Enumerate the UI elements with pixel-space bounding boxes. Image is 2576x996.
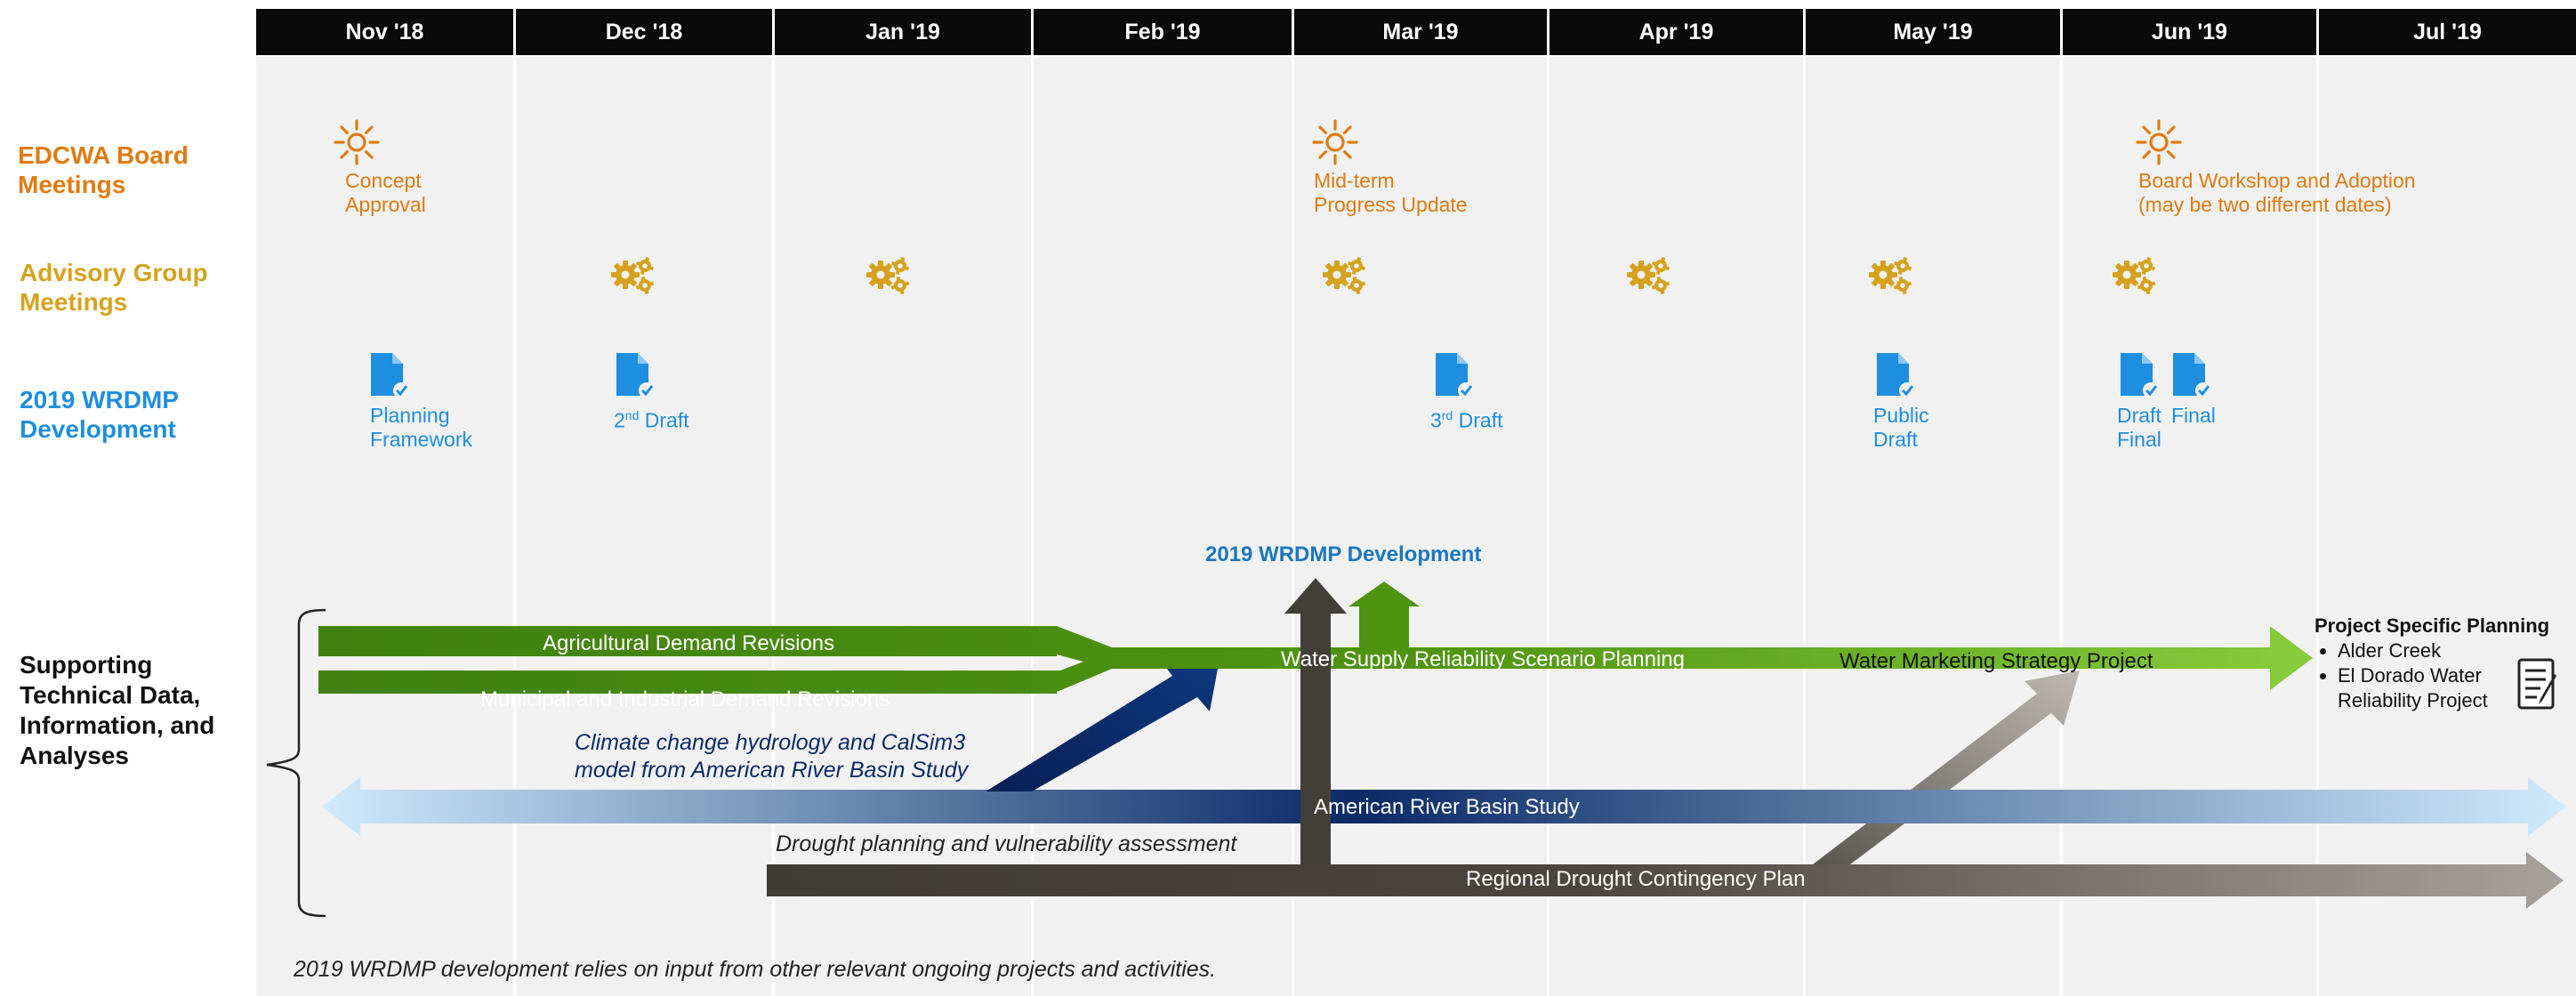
climate-label-line: Climate change hydrology and CalSim3 <box>575 730 966 755</box>
project-specific-box: Project Specific Planning Alder Creek El… <box>2314 614 2549 713</box>
wrdmp-event-sup: rd <box>1441 408 1453 422</box>
month-header: Nov '18 <box>256 9 516 55</box>
list-item: Alder Creek <box>2338 639 2549 663</box>
arbs-arrow <box>322 777 2566 836</box>
ag-demand-label: Agricultural Demand Revisions <box>543 631 835 655</box>
water-supply-label: Water Supply Reliability Scenario Planni… <box>1281 647 1686 671</box>
supporting-brace <box>266 608 326 918</box>
column-apr <box>1550 57 1806 996</box>
wrdmp-event: 2nd Draft <box>614 404 689 433</box>
wrdmp-event-text: Draft <box>639 408 689 432</box>
row-label-board: EDCWA Board Meetings <box>18 141 189 198</box>
row-label-wrdmp: 2019 WRDMP Development <box>20 386 179 443</box>
document-check-icon <box>2121 353 2159 398</box>
board-event-line: Mid-term <box>1314 169 1395 192</box>
document-check-icon <box>1436 353 1474 398</box>
month-header: Jun '19 <box>2063 9 2319 55</box>
wrdmp-event-line: Final <box>2171 404 2216 427</box>
wrdmp-event-line: Final <box>2117 428 2161 451</box>
document-check-icon <box>371 353 409 398</box>
arbs-label: American River Basin Study <box>1314 795 1580 819</box>
wrdmp-event-line: Draft <box>2117 404 2161 427</box>
sun-icon <box>1312 119 1358 165</box>
climate-arrow <box>986 655 1220 791</box>
wrdmp-event: Public Draft <box>1873 404 1929 452</box>
wrdmp-event-line: Draft <box>1873 428 1918 451</box>
water-marketing-label: Water Marketing Strategy Project <box>1839 649 2153 673</box>
column-jul <box>2319 57 2576 996</box>
month-header: Jan '19 <box>775 9 1034 55</box>
green-up-arrow <box>1348 582 1420 656</box>
gears-icon <box>866 256 910 295</box>
list-item: El Dorado Water Reliability Project <box>2338 663 2516 713</box>
row-label-supporting: Supporting Technical Data, Information, … <box>20 651 215 769</box>
dark-up-arrow <box>1284 578 1347 864</box>
document-check-icon <box>2173 353 2211 398</box>
wrdmp-development-label: 2019 WRDMP Development <box>1205 542 1482 566</box>
checklist-icon <box>2517 658 2556 710</box>
mi-demand-label: Municipal and Industrial Demand Revision… <box>480 687 890 711</box>
sun-icon <box>2136 119 2182 165</box>
board-event: Concept Approval <box>345 169 426 217</box>
month-header: Jul '19 <box>2319 9 2576 55</box>
board-event-line: Approval <box>345 193 426 216</box>
drought-plan-arrow <box>767 852 2564 909</box>
drought-to-marketing-arrow <box>1813 671 2080 864</box>
footnote: 2019 WRDMP development relies on input f… <box>294 957 1217 982</box>
gears-icon <box>2113 256 2156 295</box>
board-event: Board Workshop and Adoption (may be two … <box>2138 169 2416 217</box>
project-specific-title: Project Specific Planning <box>2314 614 2550 637</box>
wrdmp-event: Final <box>2171 404 2216 428</box>
gears-icon <box>1323 256 1366 295</box>
board-event-line: Board Workshop and Adoption <box>2138 169 2416 192</box>
board-event: Mid-term Progress Update <box>1314 169 1468 217</box>
document-check-icon <box>616 353 655 398</box>
drought-assessment-label: Drought planning and vulnerability asses… <box>776 831 1237 856</box>
gears-icon <box>1627 256 1670 295</box>
column-dec <box>516 57 775 996</box>
wrdmp-event-text: Draft <box>1453 408 1503 432</box>
climate-label-line: model from American River Basin Study <box>575 758 969 783</box>
climate-label: Climate change hydrology and CalSim3 mod… <box>575 729 968 784</box>
board-event-line: Progress Update <box>1314 193 1468 216</box>
wrdmp-event-line: Planning <box>370 404 450 427</box>
wrdmp-event: Draft Final <box>2117 404 2161 452</box>
column-mar <box>1294 57 1550 996</box>
month-header: Apr '19 <box>1550 9 1806 55</box>
wrdmp-event: 3rd Draft <box>1430 404 1502 433</box>
column-feb <box>1034 57 1294 996</box>
row-label-advisory: Advisory Group Meetings <box>20 259 208 316</box>
column-jun <box>2063 57 2319 996</box>
drought-plan-label: Regional Drought Contingency Plan <box>1466 867 1806 891</box>
wrdmp-event-sup: nd <box>624 408 640 422</box>
month-header: Feb '19 <box>1034 9 1294 55</box>
gears-icon <box>611 256 655 295</box>
wrdmp-event: Planning Framework <box>370 404 472 452</box>
board-event-line: (may be two different dates) <box>2138 193 2392 216</box>
wrdmp-event-line: Public <box>1873 404 1929 427</box>
document-check-icon <box>1877 353 1915 398</box>
project-specific-list: Alder Creek El Dorado Water Reliability … <box>2314 639 2549 713</box>
column-jan <box>775 57 1034 996</box>
sun-icon <box>334 119 380 165</box>
wrdmp-event-num: 3 <box>1430 408 1442 432</box>
gears-icon <box>1869 256 1912 295</box>
month-header: May '19 <box>1806 9 2063 55</box>
wrdmp-event-num: 2 <box>614 408 625 432</box>
wrdmp-event-line: Framework <box>370 428 473 451</box>
month-header: Mar '19 <box>1294 9 1550 55</box>
month-header: Dec '18 <box>516 9 775 55</box>
board-event-line: Concept <box>345 169 422 192</box>
